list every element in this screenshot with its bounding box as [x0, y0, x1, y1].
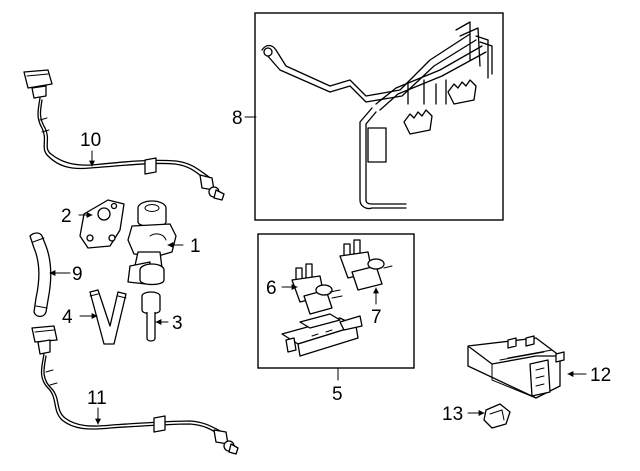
- evap-canister: [467, 335, 565, 399]
- gasket: [79, 199, 125, 249]
- callout-13: 13: [442, 404, 463, 425]
- fitting-3: [141, 291, 161, 342]
- callout-4: 4: [62, 307, 73, 328]
- callout-6: 6: [266, 278, 277, 299]
- callout-11: 11: [87, 388, 107, 409]
- callout-12: 12: [590, 365, 611, 386]
- callout-5: 5: [332, 384, 343, 405]
- oxygen-sensor-upper: [23, 69, 225, 201]
- callout-9: 9: [72, 264, 83, 285]
- callout-2: 2: [61, 206, 72, 227]
- solenoid-box: [257, 233, 415, 369]
- vacuum-lines-box: [254, 12, 504, 221]
- callout-8: 8: [232, 108, 243, 129]
- callout-1: 1: [190, 236, 201, 257]
- vacuum-hose-9: [29, 232, 52, 318]
- callout-3: 3: [172, 313, 183, 334]
- leader-lines: [49, 116, 587, 425]
- oxygen-sensor-lower: [31, 325, 239, 455]
- callout-10: 10: [80, 130, 101, 151]
- canister-bracket: [483, 403, 511, 429]
- valve-assembly: [127, 200, 177, 286]
- callout-7: 7: [371, 307, 382, 328]
- vacuum-hose-4: [89, 289, 127, 345]
